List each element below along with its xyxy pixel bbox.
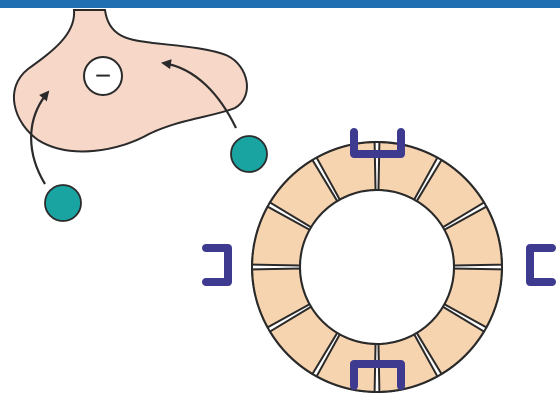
- receptor-left-icon: [206, 248, 228, 282]
- cell-body: [14, 10, 247, 151]
- ring-channel-icon: [252, 142, 502, 392]
- charge-symbol: −: [95, 60, 111, 91]
- ring-inner-hole: [300, 190, 454, 344]
- receptor-right-icon: [530, 248, 552, 282]
- ion-left-icon: [45, 185, 81, 221]
- ion-right-icon: [231, 136, 267, 172]
